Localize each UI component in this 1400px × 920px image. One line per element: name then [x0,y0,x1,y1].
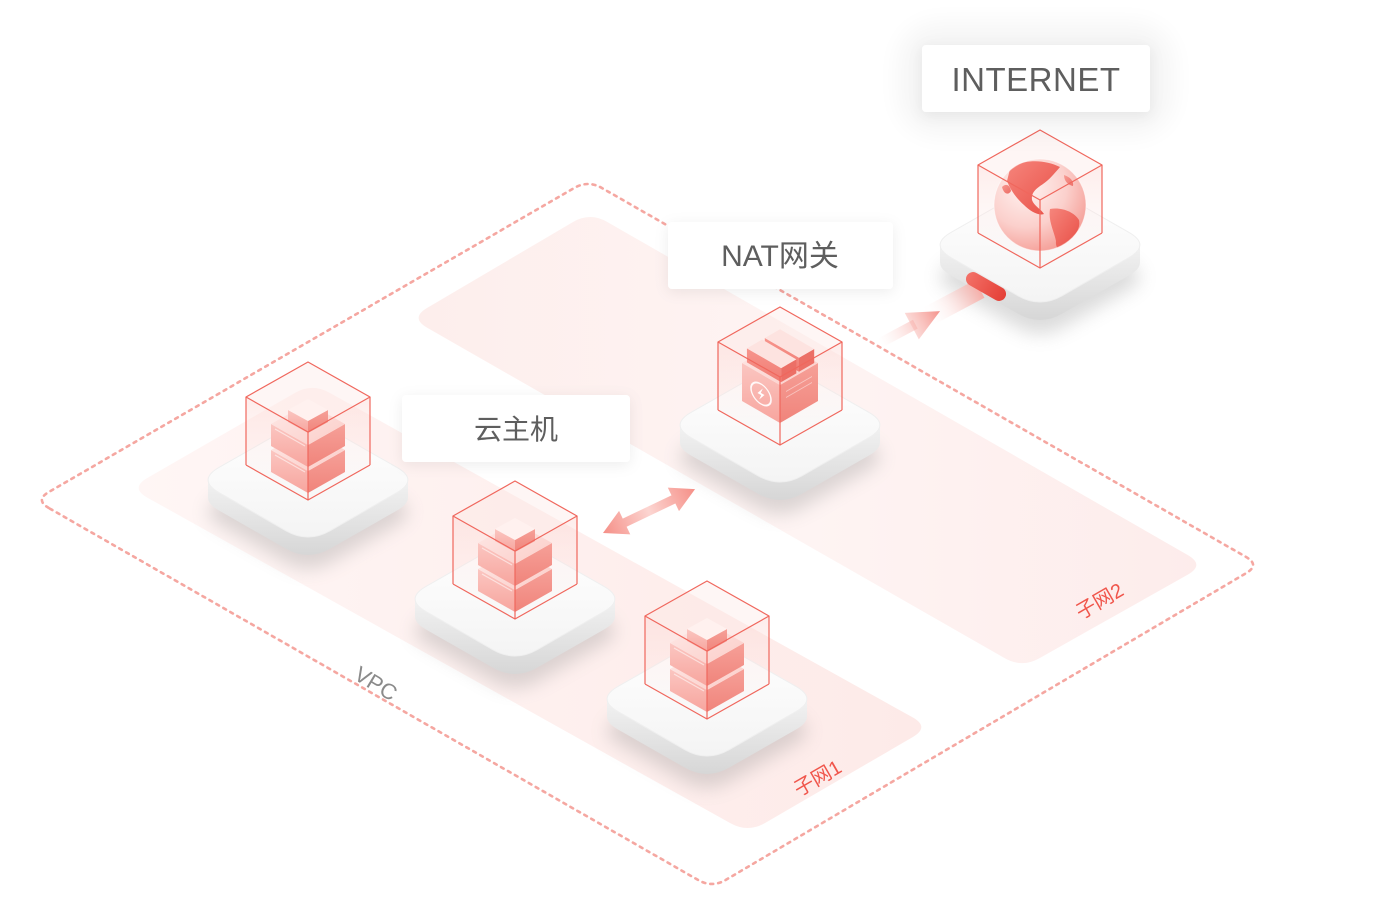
cloud-host-label-card: 云主机 [402,395,630,462]
vpc-boundary [40,182,1255,886]
arrow-up-right-icon [877,311,941,348]
double-arrow-icon [603,487,696,535]
nat-gateway-label: NAT网关 [721,240,839,273]
internet-label: INTERNET [952,61,1121,98]
internet-label-card: INTERNET [922,45,1150,112]
egress-port [965,272,1007,301]
nat-label-card: NAT网关 [668,222,893,289]
cloud-host-label: 云主机 [474,414,558,445]
